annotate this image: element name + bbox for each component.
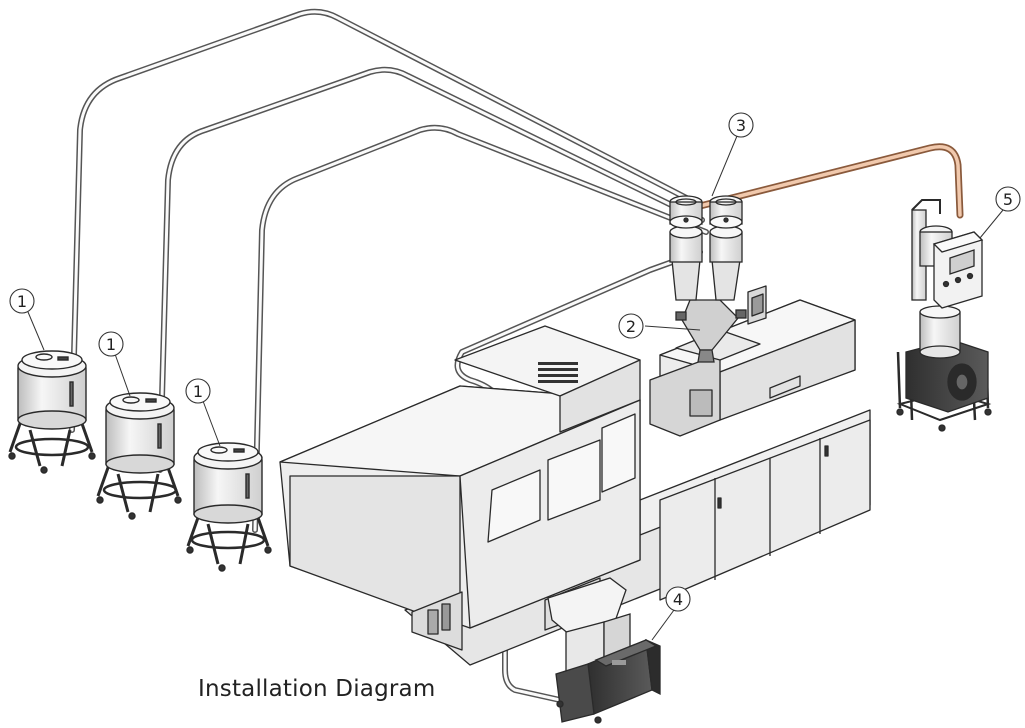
callout-1b: 1 [98, 331, 124, 357]
drying-tank-1b [96, 392, 182, 520]
svg-text:4: 4 [673, 590, 683, 609]
callouts [27, 135, 1004, 641]
hopper-receiver [675, 299, 747, 363]
callout-2: 2 [618, 313, 644, 339]
loader-right [709, 195, 743, 301]
callout-3: 3 [728, 112, 754, 138]
injection-molding-machine [279, 285, 871, 666]
drying-tank-1a [8, 350, 96, 474]
drying-tank-1c [186, 442, 272, 572]
loader-top-caps [669, 215, 743, 229]
callout-1a: 1 [9, 288, 35, 314]
callout-4: 4 [665, 586, 691, 612]
svg-text:1: 1 [193, 382, 203, 401]
svg-text:3: 3 [736, 116, 746, 135]
callout-1c: 1 [185, 378, 211, 404]
callout-5: 5 [995, 186, 1021, 212]
svg-text:2: 2 [626, 317, 636, 336]
svg-text:5: 5 [1003, 190, 1013, 209]
svg-text:1: 1 [17, 292, 27, 311]
material-pipes [69, 8, 709, 703]
vacuum-loaders [669, 195, 743, 301]
svg-text:1: 1 [106, 335, 116, 354]
vent-grille [538, 362, 578, 383]
loader-left [669, 195, 703, 301]
diagram-caption: Installation Diagram [198, 676, 436, 702]
vacuum-pump-unit [896, 199, 992, 432]
granulator [547, 577, 661, 724]
